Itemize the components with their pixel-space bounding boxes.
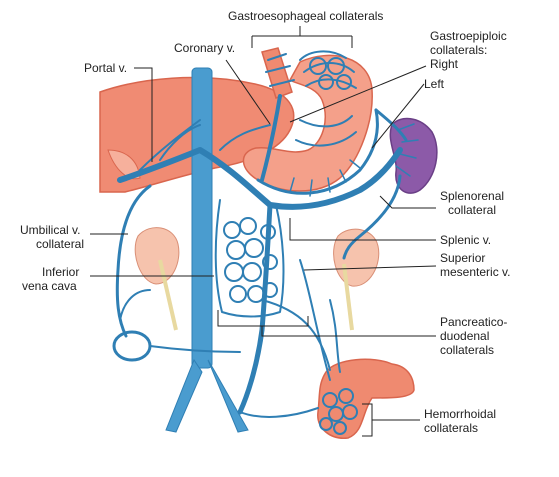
gastroesophageal-plexus: [265, 50, 357, 147]
label-coronary: Coronary v.: [174, 41, 235, 55]
label-sup-mesenteric-2: mesenteric v.: [440, 265, 510, 279]
coronary-vein: [260, 94, 282, 182]
kidney-left-side: [333, 228, 380, 331]
label-ivc-1: Inferior: [42, 265, 79, 279]
label-hemorrhoidal-2: collaterals: [424, 421, 478, 435]
label-pancreatico-2: duodenal: [440, 329, 489, 343]
label-splenorenal-1: Splenorenal: [440, 189, 504, 203]
label-splenorenal-2: collateral: [448, 203, 496, 217]
label-gastroepiploic-left: Left: [424, 77, 445, 91]
umbilicus: [112, 330, 152, 362]
label-umbilical-2: collateral: [36, 237, 84, 251]
gastroepiploic-right: [256, 108, 379, 195]
label-hemorrhoidal-1: Hemorrhoidal: [424, 407, 496, 421]
label-sup-mesenteric-1: Superior: [440, 251, 485, 265]
left-kidney-right-side: [134, 227, 180, 331]
label-splenic: Splenic v.: [440, 233, 491, 247]
inferior-vena-cava: [191, 67, 213, 369]
label-pancreatico-3: collaterals: [440, 343, 494, 357]
label-ivc-2: vena cava: [22, 279, 77, 293]
label-gastroepiploic-right: Right: [430, 57, 459, 71]
portal-vein: [117, 147, 273, 208]
superior-mesenteric-vein: [237, 202, 273, 415]
label-portal: Portal v.: [84, 61, 127, 75]
label-gastroepiploic-2: collaterals:: [430, 43, 487, 57]
label-pancreatico-1: Pancreatico-: [440, 315, 507, 329]
gastroepiploic-left: [374, 108, 408, 142]
splenorenal-collateral: [342, 174, 402, 260]
label-umbilical-1: Umbilical v.: [20, 223, 80, 237]
label-gastroesophageal: Gastroesophageal collaterals: [228, 9, 383, 23]
hemorrhoidal-plexus: [239, 388, 358, 435]
label-gastroepiploic-1: Gastroepiploic: [430, 29, 507, 43]
gallbladder: [107, 149, 141, 180]
pancreaticoduodenal-network: [214, 199, 285, 318]
splenic-vein: [267, 147, 403, 210]
